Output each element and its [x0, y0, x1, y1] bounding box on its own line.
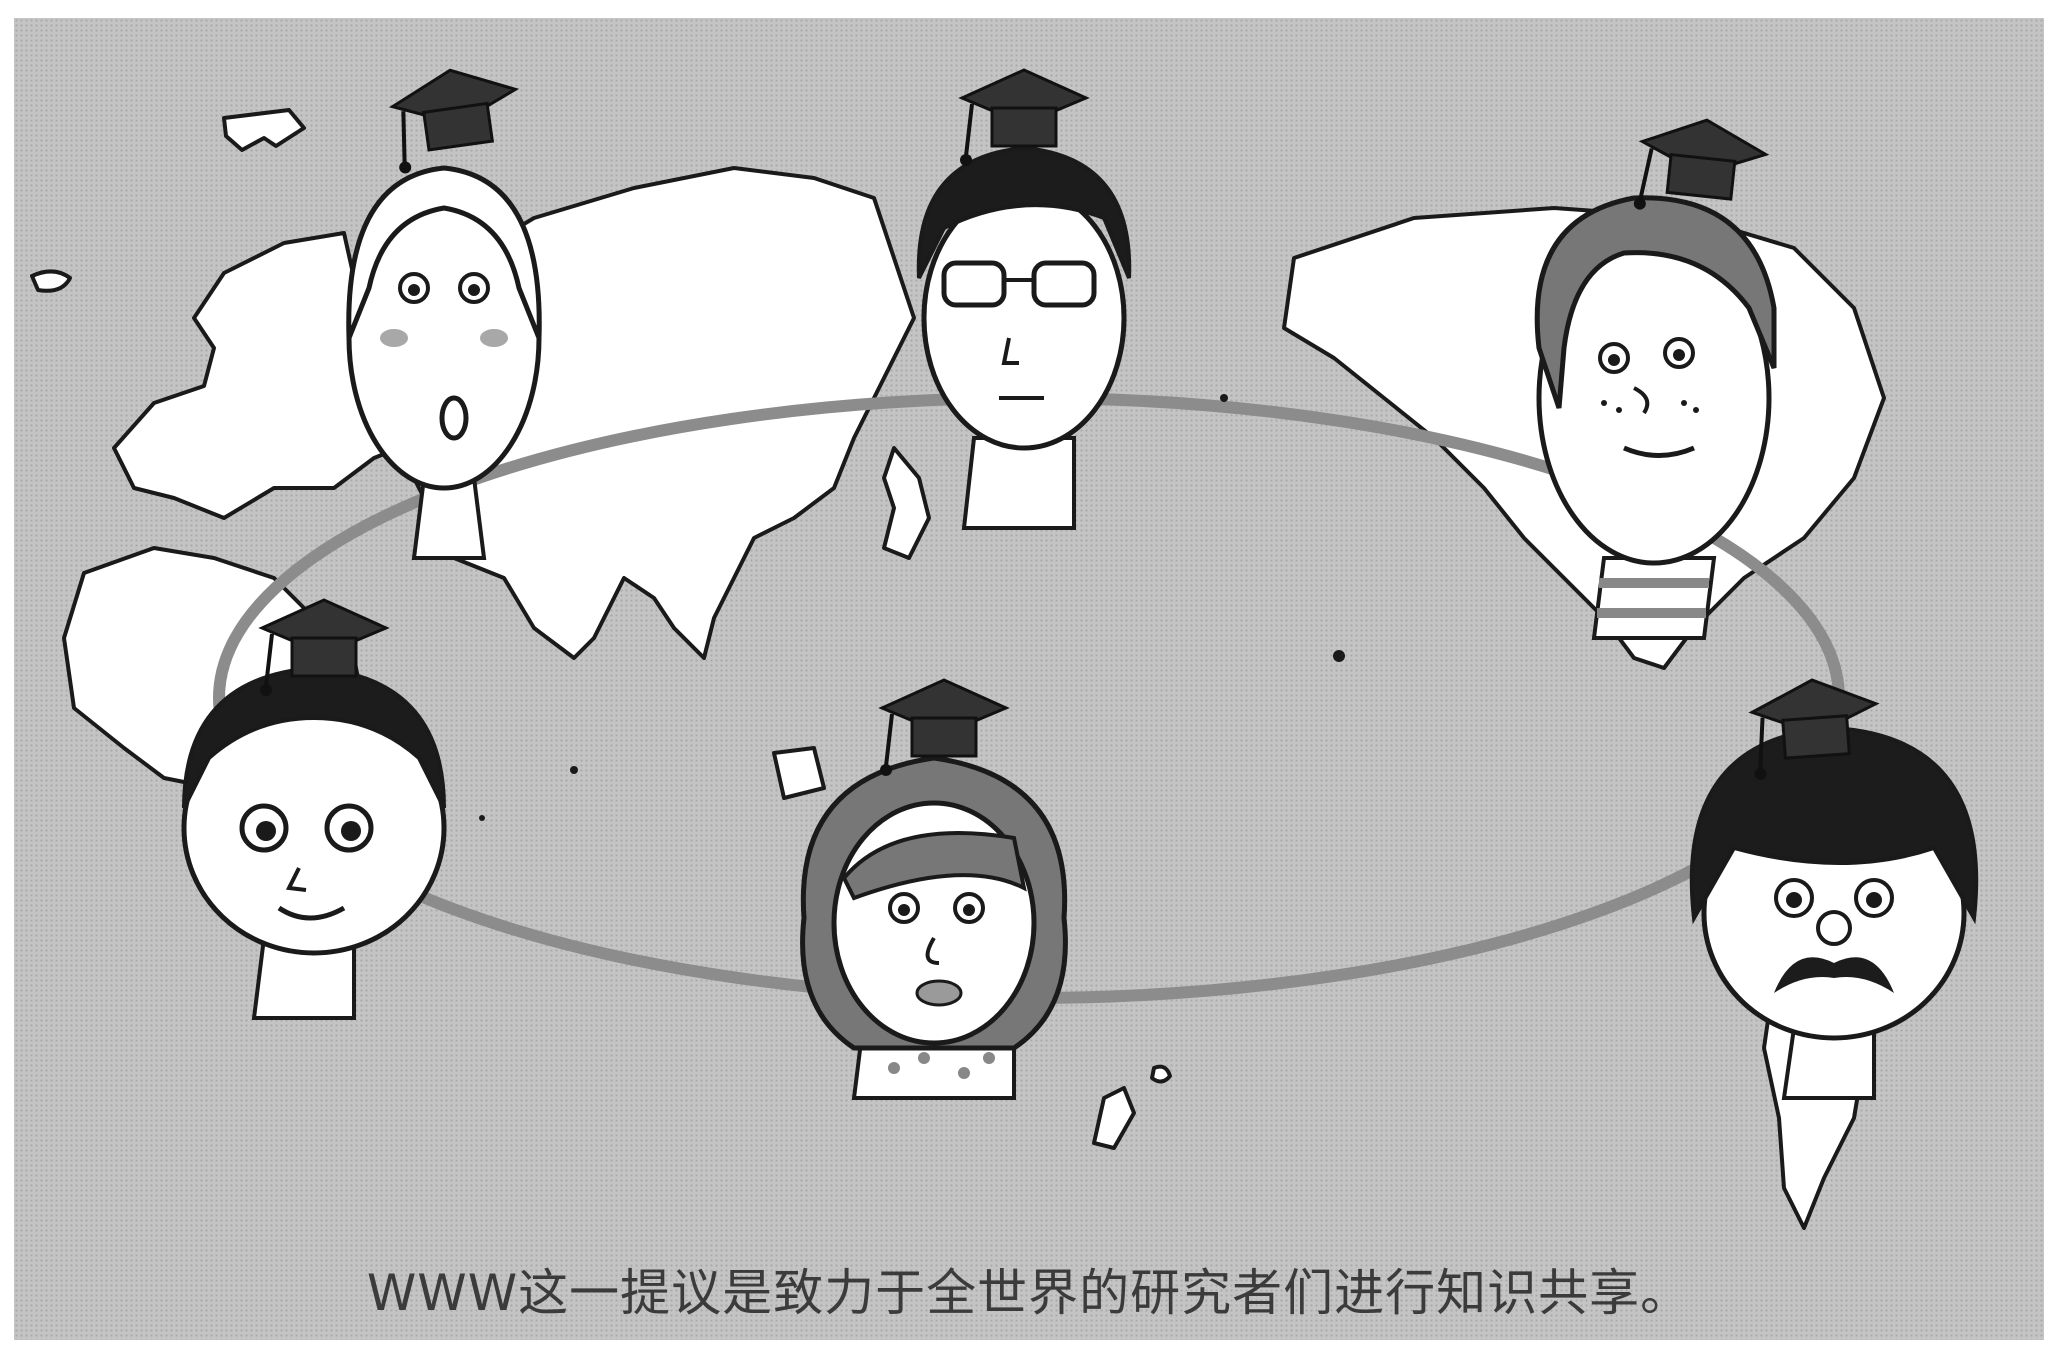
- indonesia-islands: [772, 746, 826, 800]
- japan: [882, 446, 931, 560]
- caption: WWW这一提议是致力于全世界的研究者们进行知识共享。: [366, 1264, 1692, 1322]
- graduation-cap-icon: [384, 59, 527, 177]
- iceland: [30, 269, 72, 293]
- greenland: [222, 108, 306, 152]
- new-zealand: [1092, 1086, 1136, 1150]
- scholar-oceania: [800, 678, 1068, 1100]
- illustration-panel: WWW这一提议是致力于全世界的研究者们进行知识共享。: [14, 18, 2044, 1340]
- map-dots: [479, 394, 1345, 821]
- scholar-asia: [916, 68, 1132, 530]
- scholar-africa: [181, 598, 447, 1020]
- scholar-south-america: [1689, 673, 1979, 1100]
- world-illustration: [30, 59, 1979, 1230]
- scholar-europe: [346, 59, 542, 560]
- pacific-island: [1150, 1064, 1172, 1084]
- scholar-america: [1534, 111, 1777, 640]
